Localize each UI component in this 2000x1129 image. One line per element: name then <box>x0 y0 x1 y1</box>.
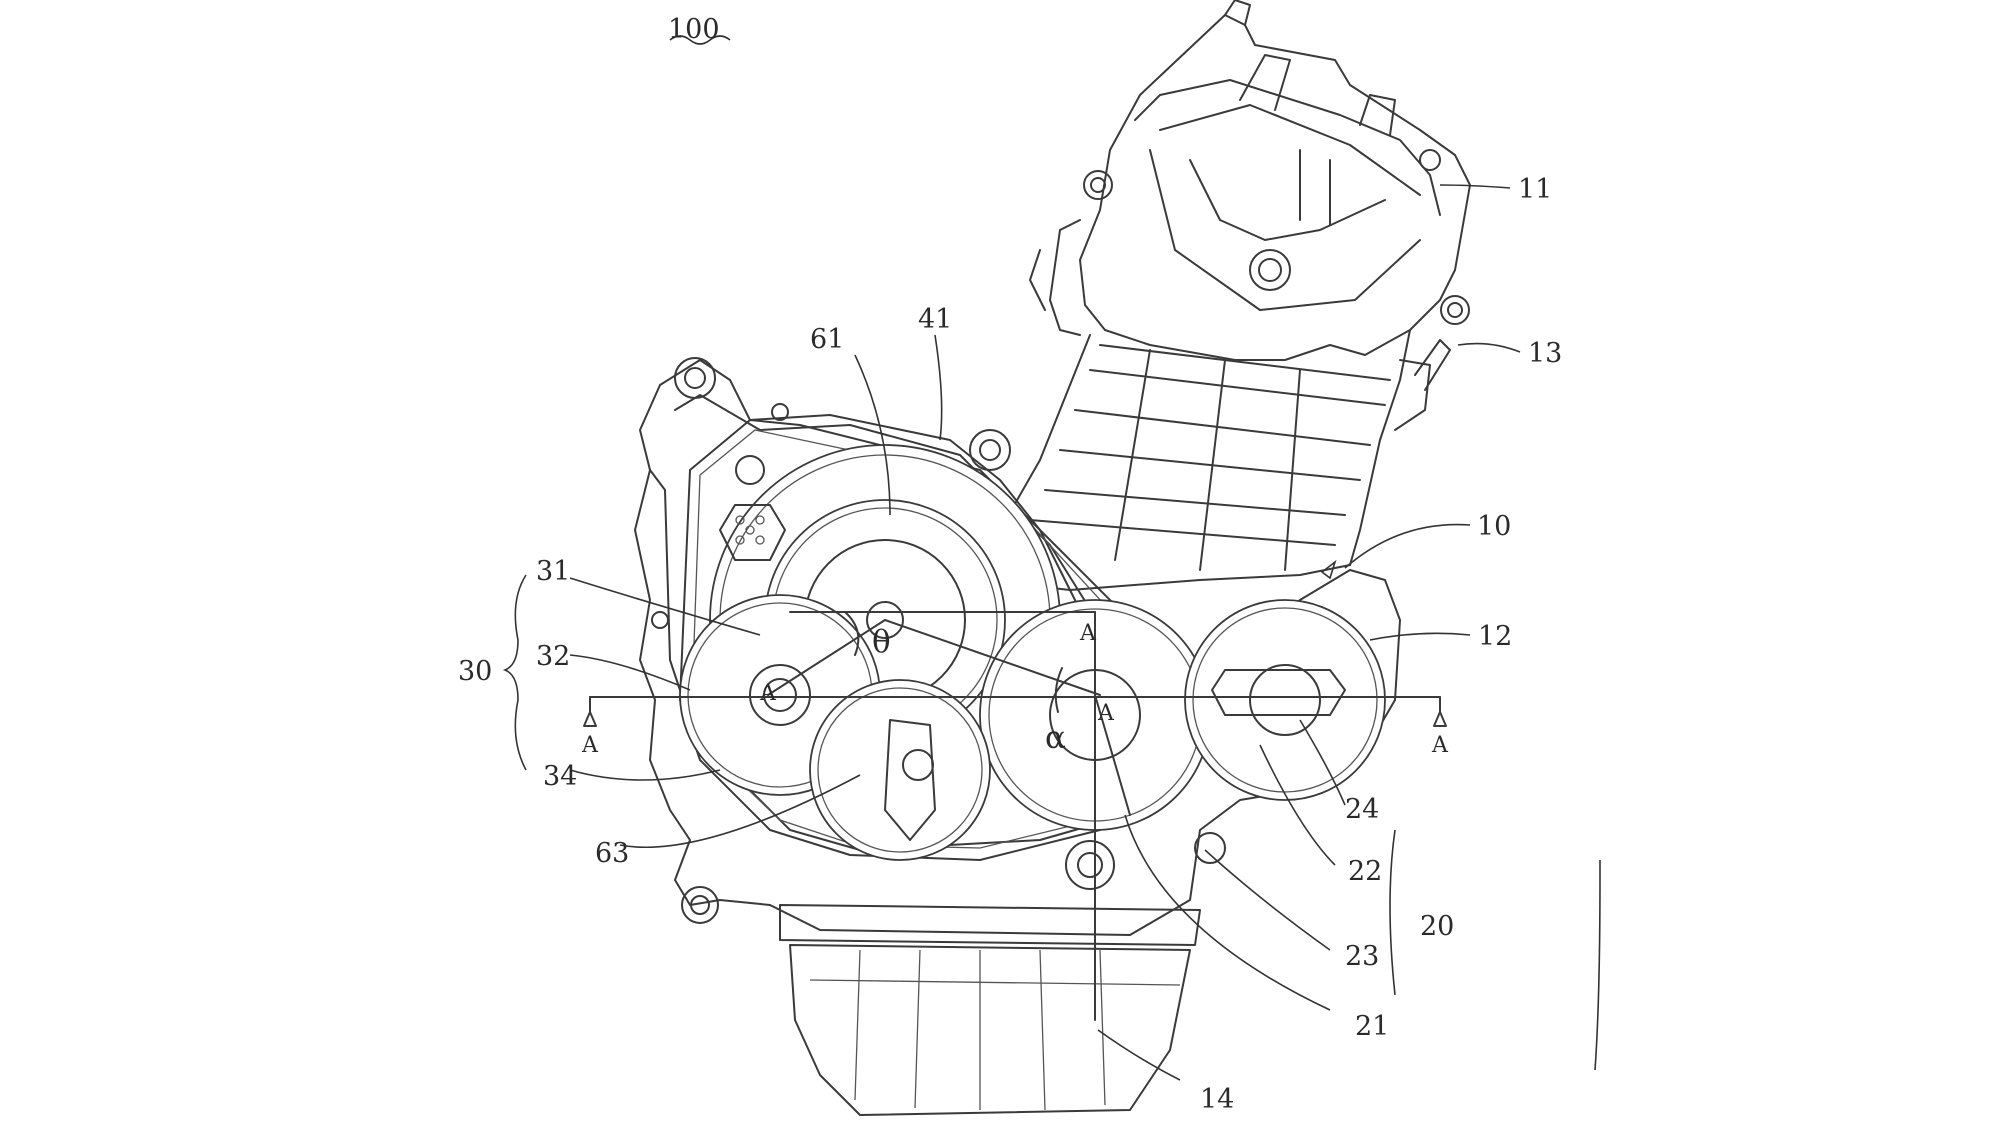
oil-pan <box>779 832 1226 1116</box>
callout-31: 31 <box>536 556 570 587</box>
angle-theta: θ <box>872 624 891 660</box>
callout-21: 21 <box>1355 1011 1389 1042</box>
reference-numeral: 100 <box>668 14 720 45</box>
side-cover <box>679 419 1386 861</box>
callout-22: 22 <box>1348 856 1382 887</box>
callout-13: 13 <box>1528 338 1562 369</box>
callout-41: 41 <box>918 304 952 335</box>
callout-23: 23 <box>1345 941 1379 972</box>
callout-10: 10 <box>1477 511 1511 542</box>
section-marker-left: A <box>581 733 599 758</box>
callout-30: 30 <box>458 656 492 687</box>
callout-63: 63 <box>595 838 629 869</box>
callout-11: 11 <box>1518 174 1552 205</box>
callout-12: 12 <box>1478 621 1512 652</box>
axis-marker-center: A <box>1097 701 1115 726</box>
callout-61: 61 <box>810 324 844 355</box>
callout-20: 20 <box>1420 911 1454 942</box>
cylinder-block <box>979 329 1451 591</box>
cylinder-head-cover <box>1029 0 1471 361</box>
callout-labels: 100 11 13 10 12 24 22 23 20 14 61 41 31 … <box>458 14 1562 1115</box>
callout-14: 14 <box>1200 1084 1234 1115</box>
section-line-a-a <box>589 611 1441 1021</box>
axis-marker-left: A <box>759 681 777 706</box>
angle-alpha: α <box>1045 720 1066 756</box>
section-marker-right: A <box>1431 733 1449 758</box>
callout-34: 34 <box>543 761 577 792</box>
callout-32: 32 <box>536 641 570 672</box>
axis-marker-top: A <box>1079 621 1097 646</box>
callout-24: 24 <box>1345 794 1379 825</box>
leader-lines <box>502 35 1601 1081</box>
